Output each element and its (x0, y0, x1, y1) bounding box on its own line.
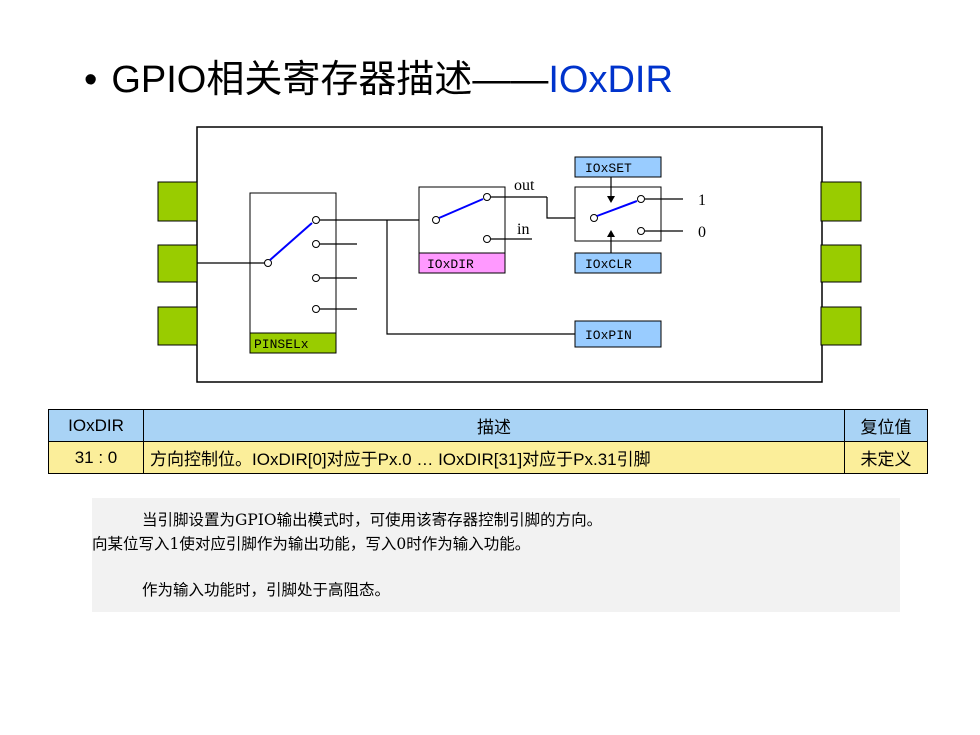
output-zero-label: 0 (698, 224, 706, 241)
note-line-3: 作为输入功能时，引脚处于高阻态。 (142, 581, 391, 599)
header-reset: 复位值 (844, 409, 928, 442)
pin-block-right-3 (820, 306, 862, 346)
mux-switch-arm (269, 222, 313, 261)
bullet: • (84, 59, 98, 101)
header-register: IOxDIR (48, 409, 144, 442)
setclr-switch-box (574, 186, 662, 242)
set-label-box (574, 156, 662, 178)
in-label: in (517, 221, 529, 238)
gpio-diagram: PINSELx out in IOxDIR 1 0 IOxSET IOxCLR … (157, 126, 862, 383)
pin-block-left-2 (157, 244, 198, 283)
table-row: 31 : 0 方向控制位。IOxDIR[0]对应于Px.0 … IOxDIR[3… (48, 441, 928, 474)
dir-label: IOxDIR (427, 257, 474, 272)
table-header-row: IOxDIR 描述 复位值 (48, 409, 928, 442)
pinsel-label-box (249, 332, 337, 354)
clr-label: IOxCLR (585, 257, 632, 272)
cell-description: 方向控制位。IOxDIR[0]对应于Px.0 … IOxDIR[31]对应于Px… (143, 441, 845, 474)
pin-block-right-2 (820, 244, 862, 283)
clr-label-box (574, 252, 662, 274)
mux-common-contact (264, 259, 272, 267)
header-description: 描述 (143, 409, 845, 442)
pin-block-right-1 (820, 181, 862, 222)
note-line-1: 当引脚设置为GPIO输出模式时，可使用该寄存器控制引脚的方向。 (142, 511, 603, 529)
cell-bits: 31 : 0 (48, 441, 144, 474)
title-text: GPIO相关寄存器描述—— (111, 59, 549, 101)
clr-arrow-icon (607, 230, 615, 237)
note-box: 当引脚设置为GPIO输出模式时，可使用该寄存器控制引脚的方向。 向某位写入1使对… (92, 498, 900, 612)
pin-block-left-3 (157, 306, 198, 346)
pinsel-mux-box (249, 192, 337, 354)
set-arrow-icon (607, 196, 615, 203)
cell-reset: 未定义 (844, 441, 928, 474)
slide-title: • GPIO相关寄存器描述——IOxDIR (84, 48, 673, 103)
title-register: IOxDIR (548, 59, 673, 101)
pinsel-label: PINSELx (254, 337, 309, 352)
pin-label-box (574, 320, 662, 348)
pin-block-left-1 (157, 181, 198, 222)
setclr-switch-arm (596, 200, 638, 217)
dir-switch-arm (438, 198, 484, 219)
set-label: IOxSET (585, 161, 632, 176)
output-one-label: 1 (698, 192, 706, 209)
pin-label: IOxPIN (585, 328, 632, 343)
out-label: out (514, 177, 535, 194)
dir-label-box (418, 252, 506, 274)
note-line-2: 向某位写入1使对应引脚作为输出功能，写入0时作为输入功能。 (92, 535, 531, 553)
register-table: IOxDIR 描述 复位值 31 : 0 方向控制位。IOxDIR[0]对应于P… (48, 409, 928, 474)
